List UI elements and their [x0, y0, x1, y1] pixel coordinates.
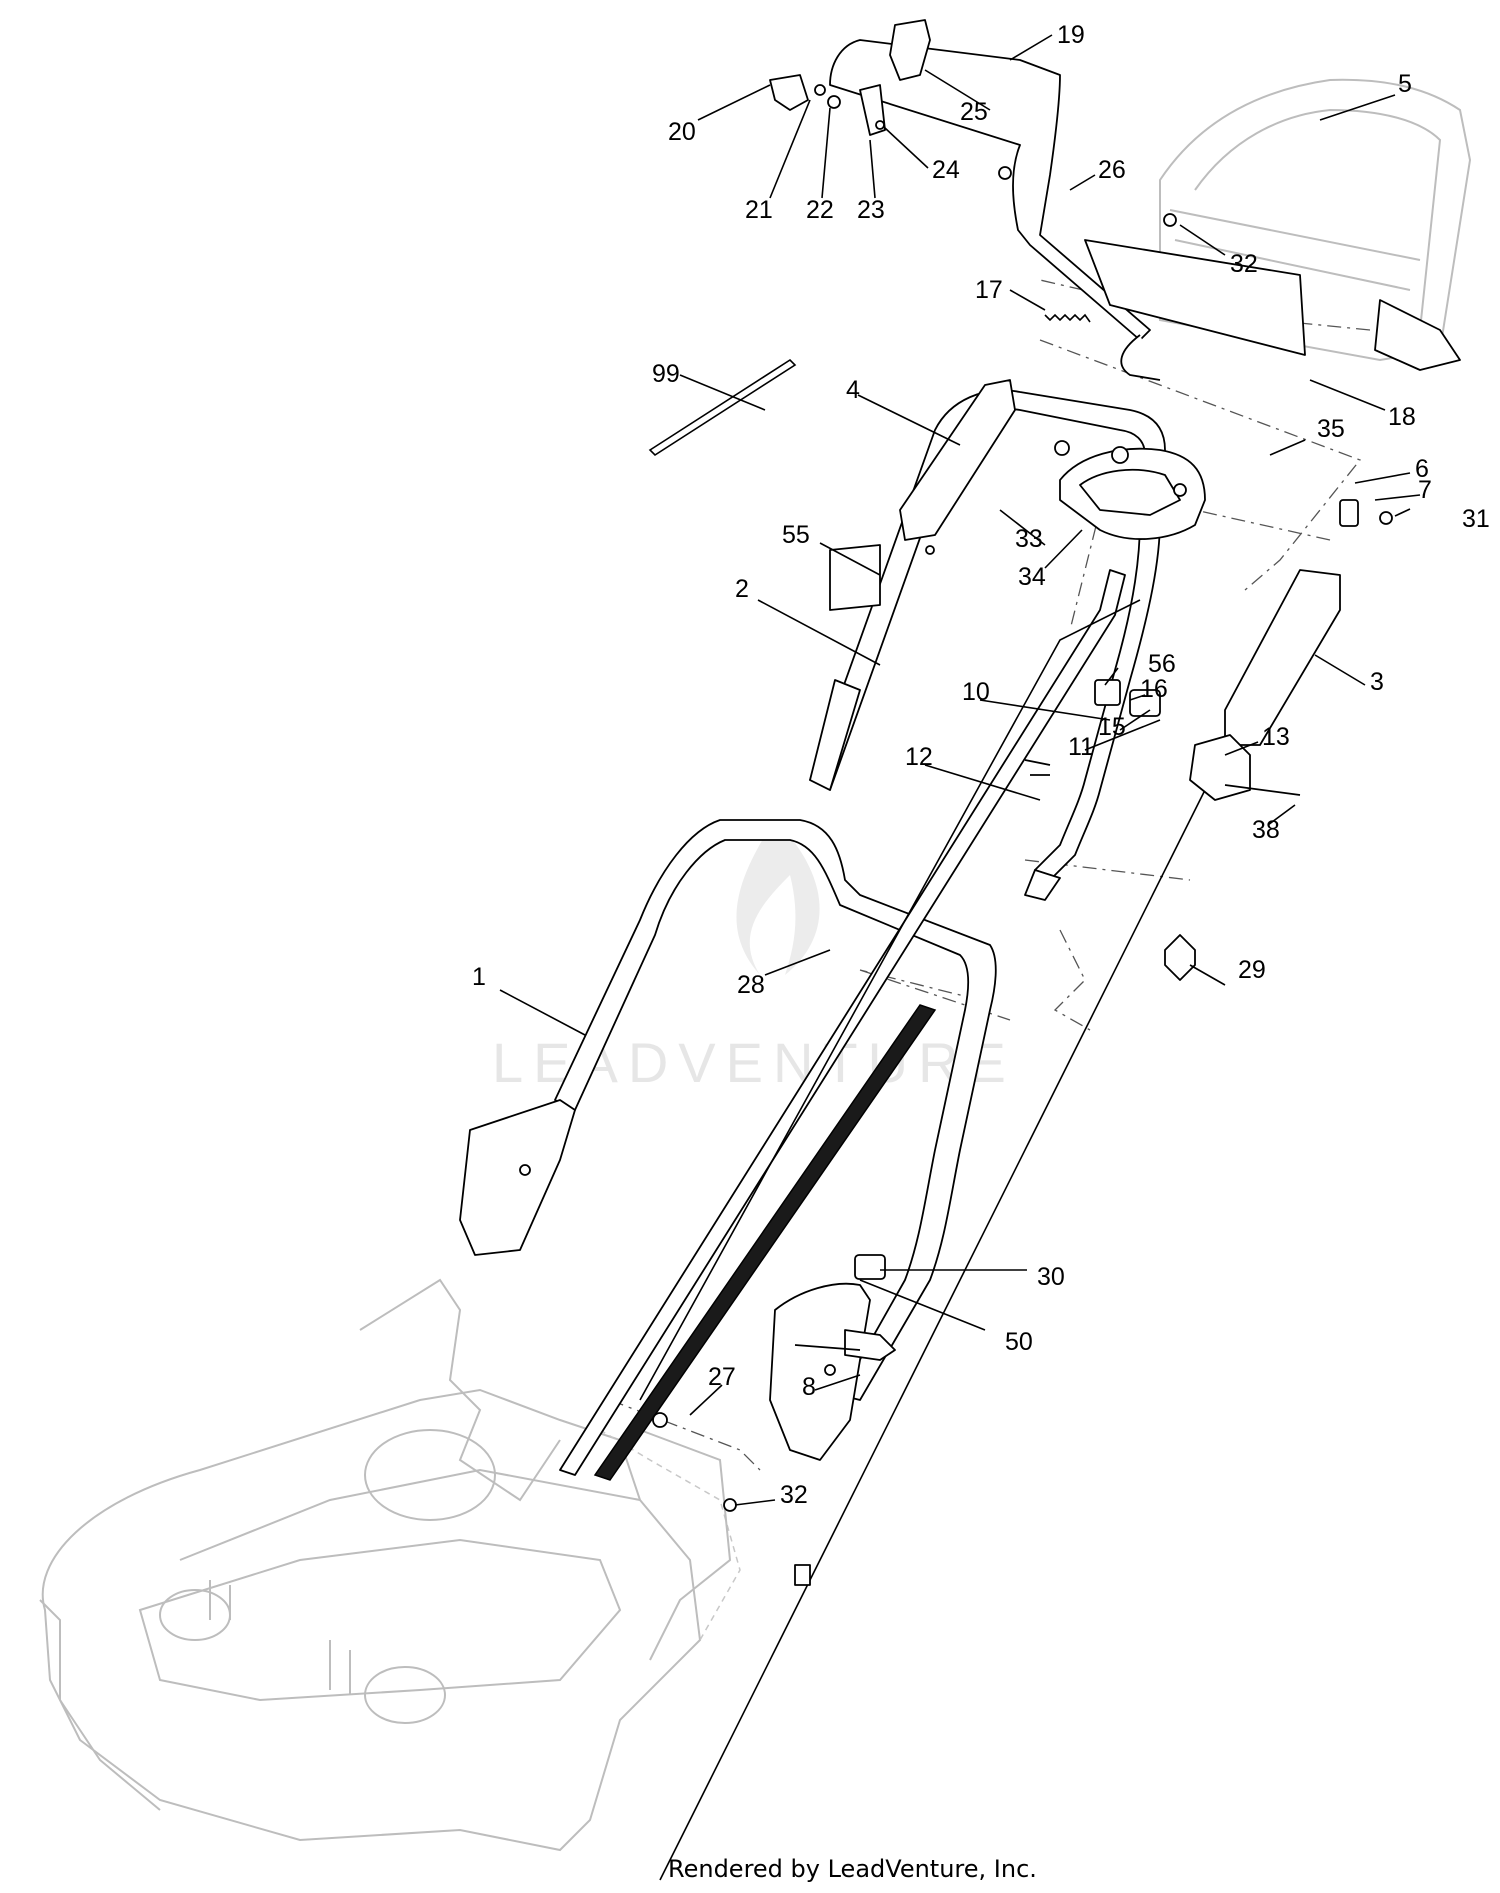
- callout-30: 30: [1037, 1263, 1065, 1291]
- assembly-centerline: [609, 279, 1371, 1471]
- callout-31: 31: [1462, 505, 1490, 533]
- callout-32-top: 32: [1230, 250, 1258, 278]
- footer-credit: Rendered by LeadVenture, Inc.: [668, 1855, 1037, 1883]
- control-cable: [559, 569, 1126, 1476]
- block: [1189, 734, 1251, 801]
- top-hardware: [769, 19, 931, 136]
- callout-28: 28: [737, 971, 765, 999]
- hardware: [652, 166, 1393, 1586]
- callout-2: 2: [735, 575, 749, 603]
- callout-50: 50: [1005, 1328, 1033, 1356]
- callout-26: 26: [1098, 156, 1126, 184]
- bail-bar: [829, 39, 1161, 381]
- callout-99: 99: [652, 360, 680, 388]
- callout-8: 8: [802, 1373, 816, 1401]
- lower-handle: [459, 819, 997, 1461]
- pad: [829, 544, 881, 611]
- plate: [1084, 239, 1306, 356]
- spring: [1044, 313, 1091, 323]
- callout-24: 24: [932, 156, 960, 184]
- callout-3: 3: [1370, 668, 1384, 696]
- callout-7: 7: [1418, 476, 1432, 504]
- long-rod: [659, 779, 1211, 1881]
- callout-32-bottom: 32: [780, 1481, 808, 1509]
- callout-38: 38: [1252, 816, 1280, 844]
- grass-bag: [1159, 78, 1472, 371]
- left-rail: [899, 379, 1016, 541]
- callout-27: 27: [708, 1363, 736, 1391]
- callout-20: 20: [668, 118, 696, 146]
- callout-5: 5: [1398, 70, 1412, 98]
- callout-12: 12: [905, 743, 933, 771]
- callout-21: 21: [745, 196, 773, 224]
- callout-34: 34: [1018, 563, 1046, 591]
- callout-16: 16: [1140, 675, 1168, 703]
- callout-11: 11: [1068, 733, 1094, 761]
- callout-13: 13: [1262, 723, 1290, 751]
- callout-labels: 1 2 3 4 5 6 7 8 10 11 12 13 15 16 17 18 …: [472, 21, 1490, 1509]
- callout-18: 18: [1388, 403, 1416, 431]
- callout-56: 56: [1148, 650, 1176, 678]
- control-panel: [1059, 446, 1206, 540]
- callout-15: 15: [1098, 713, 1126, 741]
- spring-cover: [593, 1004, 937, 1481]
- callout-33: 33: [1015, 525, 1043, 553]
- callout-29: 29: [1238, 956, 1266, 984]
- callout-35: 35: [1317, 415, 1345, 443]
- callout-4: 4: [846, 376, 860, 404]
- callout-1: 1: [472, 963, 486, 991]
- knob: [1164, 934, 1196, 981]
- right-rail: [1224, 569, 1341, 746]
- callout-23: 23: [857, 196, 885, 224]
- cable-tie: [648, 358, 797, 457]
- mower-deck-ghost: [39, 1278, 741, 1852]
- callout-25: 25: [960, 98, 988, 126]
- callout-22: 22: [806, 196, 834, 224]
- callout-6: 6: [1415, 455, 1429, 483]
- callout-19: 19: [1057, 21, 1085, 49]
- leader-lines: [499, 34, 1421, 1506]
- callout-10: 10: [962, 678, 990, 706]
- callout-17: 17: [975, 276, 1003, 304]
- callout-55: 55: [782, 521, 810, 549]
